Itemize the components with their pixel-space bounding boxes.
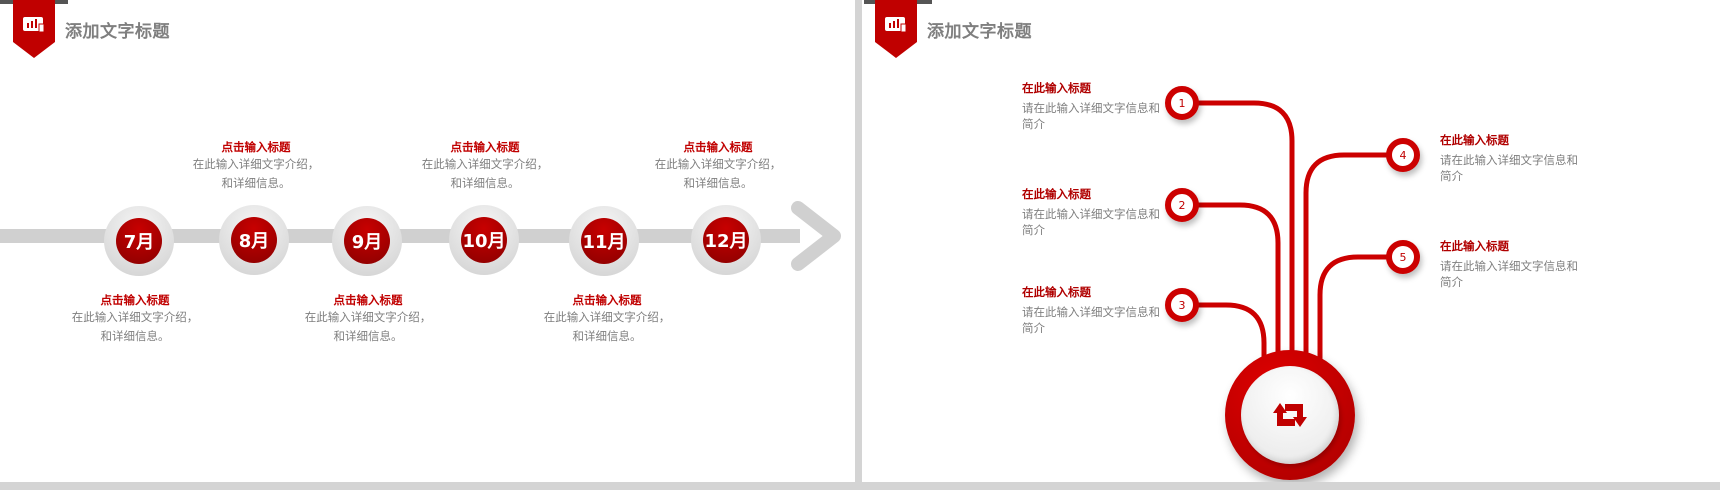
timeline-text-top: 点击输入标题 在此输入详细文字介绍， 和详细信息。 (192, 140, 320, 190)
header-ribbon (875, 0, 917, 58)
timeline-text-bottom: 点击输入标题 在此输入详细文字介绍， 和详细信息。 (543, 293, 671, 343)
hub-circle (1225, 350, 1355, 480)
chart-touch-icon (23, 17, 45, 33)
step-node: 3 (1165, 288, 1199, 322)
timeline-text-top: 点击输入标题 在此输入详细文字介绍， 和详细信息。 (654, 140, 782, 190)
repeat-icon (1273, 403, 1307, 427)
step-item: 在此输入标题 请在此输入详细文字信息和简介 (1022, 187, 1160, 237)
timeline-text-bottom: 点击输入标题 在此输入详细文字介绍， 和详细信息。 (304, 293, 432, 343)
step-node: 4 (1386, 138, 1420, 172)
chart-touch-icon (885, 17, 907, 33)
page-title: 添加文字标题 (927, 22, 1032, 42)
month-node: 11月 (569, 206, 639, 276)
connector-lines (1189, 100, 1406, 363)
step-node: 5 (1386, 240, 1420, 274)
step-node: 1 (1165, 86, 1199, 120)
slide-hub: 添加文字标题 1 2 3 4 5 在此输入标题 请在此输入详细文字信息和简介 在… (862, 0, 1720, 482)
month-node: 10月 (449, 205, 519, 275)
step-item: 在此输入标题 请在此输入详细文字信息和简介 (1022, 285, 1160, 335)
header-ribbon (13, 0, 55, 58)
arrow-right-icon (791, 201, 841, 271)
step-item: 在此输入标题 请在此输入详细文字信息和简介 (1022, 81, 1160, 131)
step-item: 在此输入标题 请在此输入详细文字信息和简介 (1440, 133, 1578, 183)
month-node: 8月 (219, 205, 289, 275)
timeline-text-bottom: 点击输入标题 在此输入详细文字介绍， 和详细信息。 (71, 293, 199, 343)
timeline-text-top: 点击输入标题 在此输入详细文字介绍， 和详细信息。 (421, 140, 549, 190)
month-node: 12月 (691, 205, 761, 275)
slide-timeline: 添加文字标题 7月 8月 9月 10月 11月 12月 点击输入标题 在此输入详… (0, 0, 855, 482)
page-title: 添加文字标题 (65, 22, 170, 42)
month-node: 7月 (104, 206, 174, 276)
step-node: 2 (1165, 188, 1199, 222)
step-item: 在此输入标题 请在此输入详细文字信息和简介 (1440, 239, 1578, 289)
month-node: 9月 (332, 206, 402, 276)
